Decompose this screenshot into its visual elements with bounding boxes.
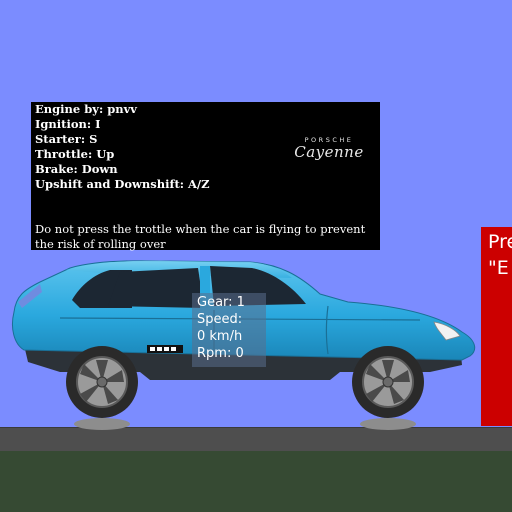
control-ignition: Ignition: I	[35, 117, 101, 131]
headlight	[433, 321, 461, 341]
road	[0, 427, 512, 452]
rear-wheel	[66, 346, 138, 418]
instructions-panel: Engine by: pnvv Ignition: I Starter: S T…	[31, 102, 380, 251]
rear-tire-shadow	[74, 418, 130, 430]
side-sign: Pre "E	[481, 227, 512, 426]
b-pillar	[200, 266, 210, 308]
door-line-front	[325, 305, 329, 355]
side-sign-line-1: Pre	[488, 231, 512, 253]
dashboard-hud: Gear: 1 Speed: 0 km/h Rpm: 0	[192, 293, 266, 367]
front-tire-shadow	[360, 418, 416, 430]
rear-side-window	[108, 268, 204, 308]
porsche-cayenne-logo: PORSCHE Cayenne	[279, 136, 379, 162]
tail-light	[18, 284, 42, 308]
control-engine-credit: Engine by: pnvv	[35, 102, 137, 116]
control-throttle: Throttle: Up	[35, 147, 115, 161]
controls-list: Engine by: pnvv Ignition: I Starter: S T…	[35, 102, 210, 192]
logo-brand: PORSCHE	[304, 136, 354, 144]
rpm-readout: Rpm: 0	[197, 346, 244, 361]
control-brake: Brake: Down	[35, 162, 118, 176]
speed-readout: 0 km/h	[197, 329, 243, 344]
control-starter: Starter: S	[35, 132, 98, 146]
warning-text: Do not press the trottle when the car is…	[35, 222, 366, 251]
ground	[0, 451, 512, 512]
side-sign-line-2: "E	[488, 257, 509, 279]
front-wheel	[352, 346, 424, 418]
speed-label: Speed:	[197, 312, 243, 327]
gear-readout: Gear: 1	[197, 295, 245, 310]
logo-model: Cayenne	[294, 143, 364, 161]
control-shift: Upshift and Downshift: A/Z	[35, 177, 210, 191]
